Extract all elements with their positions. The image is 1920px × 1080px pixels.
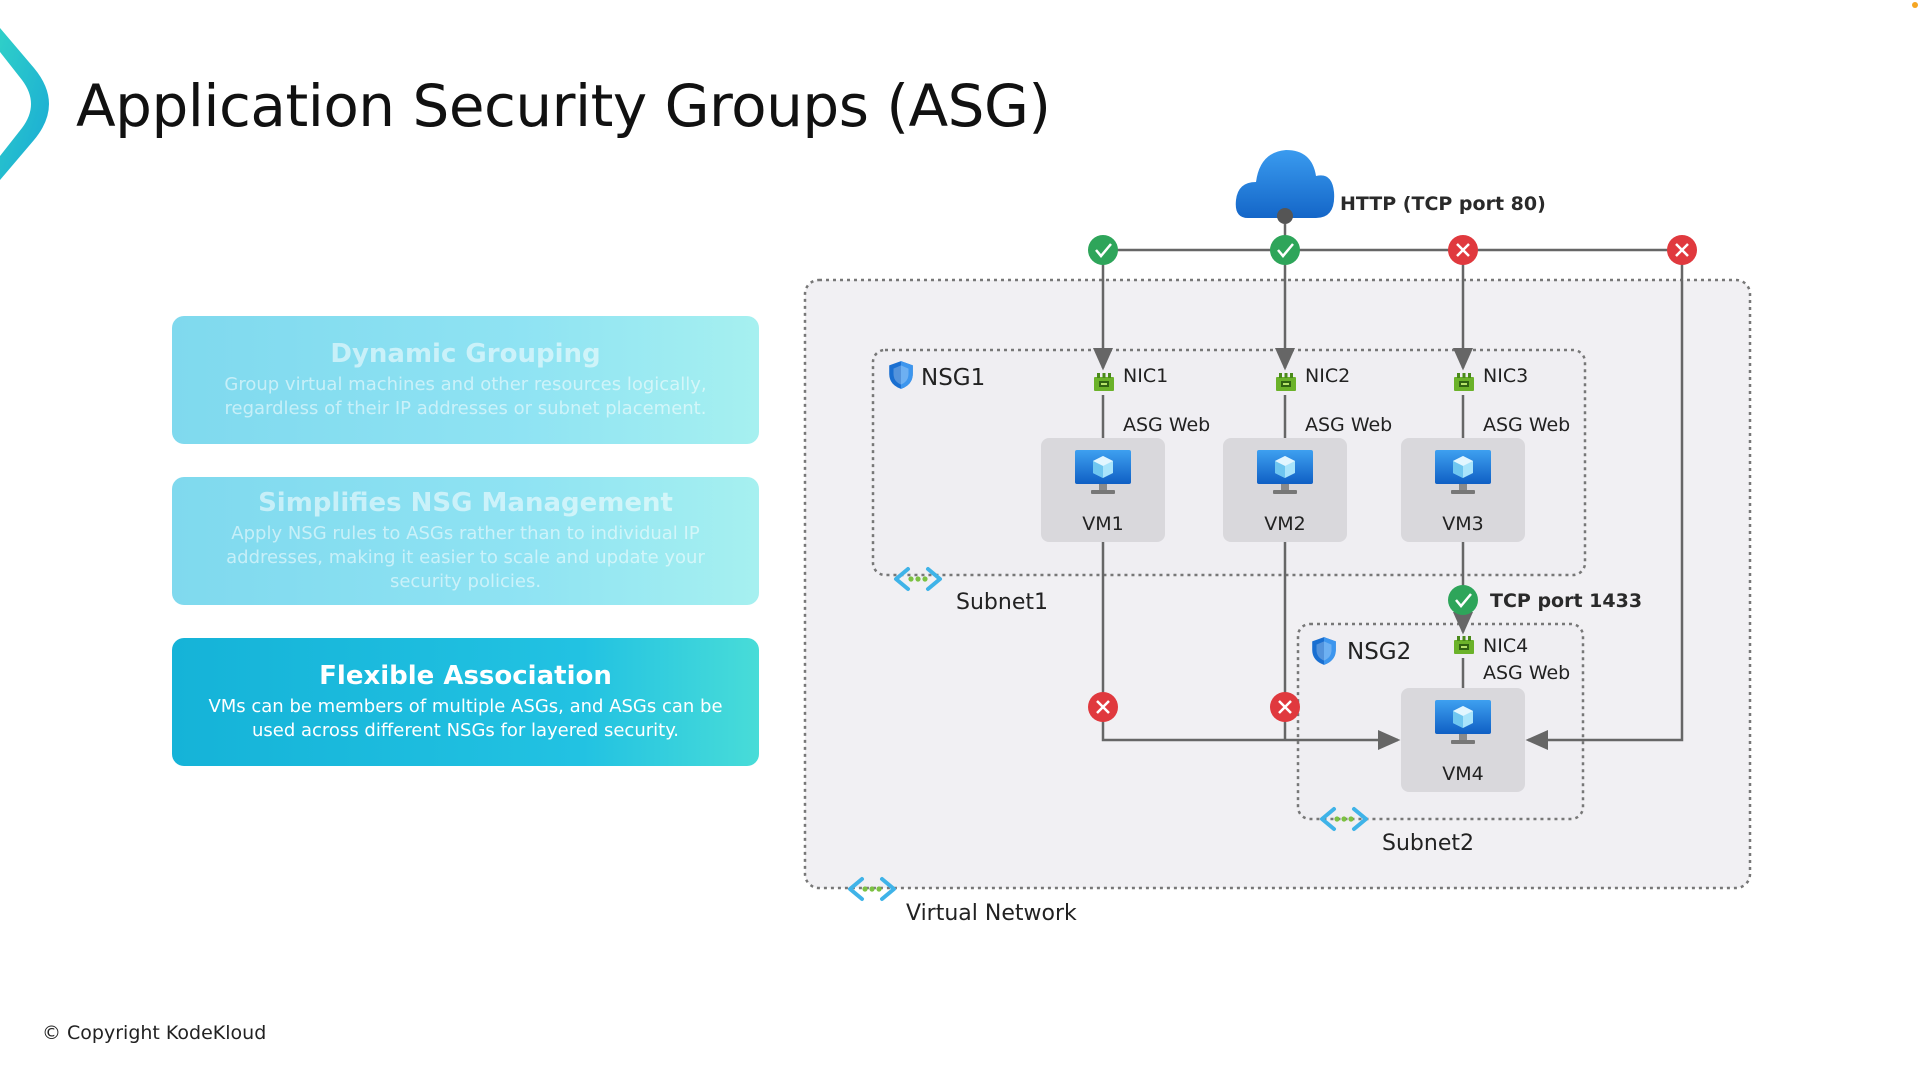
http-label: HTTP (TCP port 80)	[1340, 193, 1546, 215]
nic3-label: NIC3	[1483, 365, 1528, 387]
card-simplifies-nsg: Simplifies NSG Management Apply NSG rule…	[172, 477, 759, 605]
cloud-icon	[1235, 150, 1335, 218]
nic-icon	[1454, 373, 1474, 391]
asg3-label: ASG Web	[1483, 414, 1570, 436]
subnet1-label: Subnet1	[956, 590, 1048, 615]
vm1-label: VM1	[1082, 513, 1123, 535]
card-heading: Flexible Association	[319, 661, 612, 691]
asg4-label: ASG Web	[1483, 662, 1570, 684]
nsg2-label: NSG2	[1347, 639, 1411, 665]
card-description: VMs can be members of multiple ASGs, and…	[208, 696, 723, 741]
cloud-connector	[1277, 208, 1293, 224]
card-description: Apply NSG rules to ASGs rather than to i…	[226, 523, 705, 592]
vm2-tile: VM2	[1223, 438, 1347, 542]
card-heading: Dynamic Grouping	[330, 339, 601, 369]
vm1-tile: VM1	[1041, 438, 1165, 542]
nic-icon	[1094, 373, 1114, 391]
allow-check-icon	[1270, 235, 1300, 265]
nic1-label: NIC1	[1123, 365, 1168, 387]
card-flexible-association: Flexible Association VMs can be members …	[172, 638, 759, 766]
card-dynamic-grouping: Dynamic Grouping Group virtual machines …	[172, 316, 759, 444]
nsg1-label: NSG1	[921, 365, 985, 391]
vm4-tile: VM4	[1401, 688, 1525, 792]
vm3-tile: VM3	[1401, 438, 1525, 542]
allow-check-icon	[1448, 585, 1478, 615]
card-description: Group virtual machines and other resourc…	[224, 374, 707, 419]
vm4-label: VM4	[1442, 763, 1483, 785]
deny-x-icon	[1667, 235, 1697, 265]
corner-dot	[1912, 2, 1918, 8]
vm3-label: VM3	[1442, 513, 1483, 535]
deny-x-icon	[1448, 235, 1478, 265]
vm2-label: VM2	[1264, 513, 1305, 535]
card-heading: Simplifies NSG Management	[258, 488, 673, 518]
nic-icon	[1276, 373, 1296, 391]
subnet2-label: Subnet2	[1382, 831, 1474, 856]
kodekloud-logo-icon	[0, 28, 49, 180]
nic-icon	[1454, 636, 1474, 654]
nic2-label: NIC2	[1305, 365, 1350, 387]
tcp-port-label: TCP port 1433	[1490, 590, 1642, 612]
copyright-text: © Copyright KodeKloud	[42, 1022, 267, 1044]
deny-x-icon	[1088, 692, 1118, 722]
allow-check-icon	[1088, 235, 1118, 265]
asg1-label: ASG Web	[1123, 414, 1210, 436]
deny-x-icon	[1270, 692, 1300, 722]
nic4-label: NIC4	[1483, 635, 1528, 657]
virtual-network-label: Virtual Network	[906, 901, 1077, 926]
asg2-label: ASG Web	[1305, 414, 1392, 436]
page-title: Application Security Groups (ASG)	[76, 72, 1051, 140]
